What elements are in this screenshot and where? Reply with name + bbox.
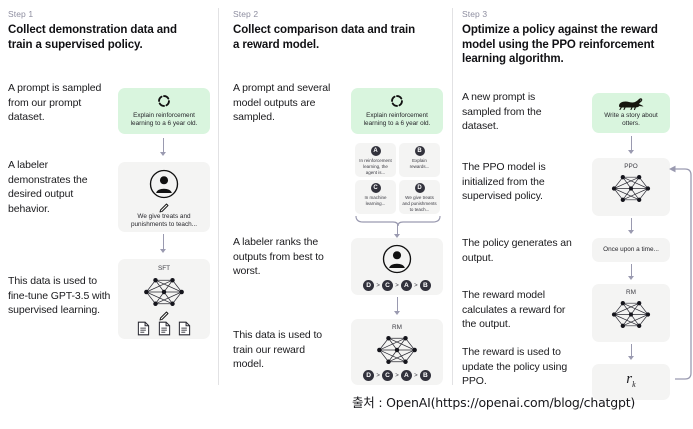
- step-1-prompt-caption: Explain reinforcement learning to a 6 ye…: [130, 112, 198, 128]
- step-2-label: Step 2: [233, 9, 259, 19]
- step-3-title: Optimize a policy against the reward mod…: [462, 24, 658, 65]
- step-2-paragraph-3: This data is used to train our reward mo…: [233, 329, 323, 370]
- column-divider-2: [452, 8, 453, 385]
- step-2-rm-tag: RM: [392, 324, 402, 331]
- document-icon: [137, 321, 150, 341]
- step-2-labeler-card: D>C>A>B: [351, 238, 443, 295]
- step-3-prompt-caption: Write a story about otters.: [604, 112, 658, 128]
- step-2-option-a: A In reinforcement learning, the agent i…: [355, 143, 396, 177]
- step-2-prompt-caption: Explain reinforcement learning to a 6 ye…: [363, 112, 431, 128]
- option-b-letter: B: [414, 146, 425, 156]
- rank-chip-1: D: [363, 280, 375, 292]
- step-2-option-d: D We give treats and punishments to teac…: [399, 180, 440, 214]
- step-1-column: Step 1 Collect demonstration data and tr…: [8, 0, 218, 390]
- step-2-option-b: B Explain rewards...: [399, 143, 440, 177]
- step-3-paragraph-2: The PPO model is initialized from the su…: [462, 161, 546, 202]
- rank-chip-2: C: [382, 280, 394, 292]
- rank-gt: >: [395, 282, 399, 289]
- loading-spinner-icon: [390, 94, 404, 113]
- step-1-labeler-card: We give treats and punishments to teach.…: [118, 162, 210, 232]
- step-3-paragraph-5: The reward is used to update the policy …: [462, 346, 568, 387]
- option-a-text: In reinforcement learning, the agent is.…: [359, 158, 392, 175]
- step-1-paragraph-2: A labeler demonstrates the desired outpu…: [8, 159, 88, 215]
- reward-letter: r: [626, 371, 633, 387]
- step-3-output-card: Once upon a time...: [592, 238, 670, 262]
- step-3-ppo-card: PPO: [592, 158, 670, 216]
- neural-network-icon: [374, 333, 420, 372]
- step-1-document-row: [118, 321, 210, 341]
- pencil-icon: [158, 309, 170, 327]
- step-1-paragraph-3: This data is used to fine-tune GPT-3.5 w…: [8, 275, 111, 316]
- rank-chip-3: A: [400, 280, 412, 292]
- ppo-feedback-loop: [667, 163, 693, 388]
- step-3-paragraph-1: A new prompt is sampled from the dataset…: [462, 91, 542, 132]
- step-3-rm-tag: RM: [626, 289, 636, 296]
- neural-network-icon: [609, 172, 653, 210]
- step-2-column: Step 2 Collect comparison data and train…: [233, 0, 443, 390]
- step-2-prompt-card: Explain reinforcement learning to a 6 ye…: [351, 88, 443, 134]
- document-icon: [178, 321, 191, 341]
- step-3-label: Step 3: [462, 9, 488, 19]
- reward-symbol: rk: [592, 371, 670, 389]
- rank-gt: >: [414, 282, 418, 289]
- option-d-text: We give treats and punishments to teach.…: [402, 195, 437, 212]
- loading-spinner-icon: [157, 94, 171, 113]
- neural-network-icon: [609, 298, 653, 336]
- rank-gt: >: [395, 372, 399, 379]
- option-c-letter: C: [370, 183, 381, 193]
- column-divider-1: [218, 8, 219, 385]
- step-1-paragraph-1: A prompt is sampled from our prompt data…: [8, 82, 102, 123]
- step-1-label: Step 1: [8, 9, 34, 19]
- neural-network-icon: [141, 275, 187, 314]
- step-2-title: Collect comparison data and train a rewa…: [233, 24, 416, 51]
- step-1-labeler-caption: We give treats and punishments to teach.…: [130, 213, 198, 229]
- step-2-option-c: C In machine learning...: [355, 180, 396, 214]
- rank-chip-1: D: [363, 370, 375, 382]
- step-3-prompt-card: Write a story about otters.: [592, 93, 670, 133]
- option-c-text: In machine learning...: [364, 195, 387, 206]
- otter-icon: [617, 97, 645, 115]
- option-a-letter: A: [370, 146, 381, 156]
- step-3-arrow-4: [627, 344, 636, 362]
- step-3-paragraph-4: The reward model calculates a reward for…: [462, 289, 566, 330]
- step-1-title: Collect demonstration data and train a s…: [8, 24, 177, 51]
- step-3-reward-card: rk: [592, 364, 670, 400]
- step-3-paragraph-3: The policy generates an output.: [462, 237, 572, 264]
- step-2-paragraph-2: A labeler ranks the outputs from best to…: [233, 236, 324, 277]
- step-3-output-caption: Once upon a time...: [603, 246, 659, 253]
- source-caption: 출처 : OpenAI(https://openai.com/blog/chat…: [352, 395, 636, 410]
- rank-chip-3: A: [400, 370, 412, 382]
- step-3-arrow-1: [627, 136, 636, 156]
- person-avatar-icon: [382, 244, 412, 279]
- step-2-arrow-2: [393, 297, 402, 317]
- step-3-ppo-tag: PPO: [624, 163, 638, 170]
- step-1-sft-card: SFT: [118, 259, 210, 339]
- step-3-rm-card: RM: [592, 284, 670, 342]
- step-2-labeler-ranking: D>C>A>B: [351, 277, 443, 295]
- step-2-arrow-1: [393, 224, 402, 240]
- step-3-column: Step 3 Optimize a policy against the rew…: [462, 0, 693, 400]
- document-icon: [158, 321, 171, 341]
- step-3-arrow-2: [627, 218, 636, 236]
- reward-subscript: k: [632, 380, 636, 389]
- person-avatar-icon: [149, 169, 179, 204]
- option-b-text: Explain rewards...: [409, 158, 430, 169]
- rank-gt: >: [414, 372, 418, 379]
- option-d-letter: D: [414, 183, 425, 193]
- step-2-rm-ranking: D>C>A>B: [351, 367, 443, 385]
- rank-gt: >: [376, 282, 380, 289]
- step-2-paragraph-1: A prompt and several model outputs are s…: [233, 82, 331, 123]
- rank-chip-4: B: [419, 370, 431, 382]
- step-2-rm-card: RM D>C>A>B: [351, 319, 443, 385]
- step-1-prompt-card: Explain reinforcement learning to a 6 ye…: [118, 88, 210, 134]
- step-1-sft-tag: SFT: [157, 265, 171, 272]
- step-1-arrow-1: [159, 138, 168, 158]
- rank-chip-2: C: [382, 370, 394, 382]
- rank-chip-4: B: [419, 280, 431, 292]
- step-1-arrow-2: [159, 234, 168, 256]
- step-3-arrow-3: [627, 264, 636, 282]
- pencil-icon: [158, 201, 170, 219]
- rank-gt: >: [376, 372, 380, 379]
